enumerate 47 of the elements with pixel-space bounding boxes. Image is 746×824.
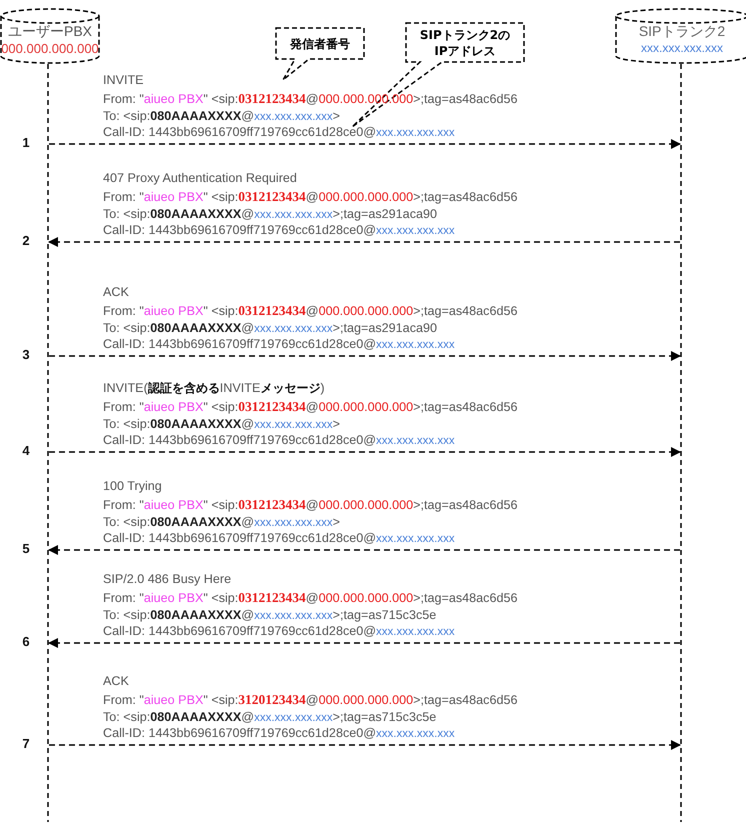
header-line: From: "aiueo PBX" <sip:0312123434@000.000.000.000>;tag=as48ac6d56 (103, 590, 518, 606)
ip-address: xxx.xxx.xxx.xxx (640, 41, 724, 55)
message-arrow (49, 139, 681, 149)
message-name: INVITE(認証を含めるINVITEメッセージ) (103, 381, 325, 396)
step-number: 3 (21, 347, 31, 362)
message-name: 407 Proxy Authentication Required (103, 171, 297, 186)
header-line: To: <sip:080AAAAXXXX@xxx.xxx.xxx.xxx> (103, 109, 340, 125)
step-number: 5 (21, 541, 31, 556)
header-line: Call-ID: 1443bb69616709ff719769cc61d28ce0@xxx.xxx.xxx.xxx (103, 125, 455, 141)
header-line: Call-ID: 1443bb69616709ff719769cc61d28ce0@xxx.xxx.xxx.xxx (103, 337, 455, 353)
callout-text: SIPトランク2のIPアドレス (418, 26, 512, 58)
message-name: INVITE (103, 73, 144, 88)
header-line: Call-ID: 1443bb69616709ff719769cc61d28ce0@xxx.xxx.xxx.xxx (103, 531, 455, 547)
header-line: To: <sip:080AAAAXXXX@xxx.xxx.xxx.xxx>;tag=as715c3c5e (103, 608, 436, 624)
ip-address: 000.000.000.000 (0, 41, 100, 56)
message-arrow (48, 545, 680, 555)
header-line: To: <sip:080AAAAXXXX@xxx.xxx.xxx.xxx>;tag=as291aca90 (103, 207, 437, 223)
step-number: 6 (21, 634, 31, 649)
header-line: Call-ID: 1443bb69616709ff719769cc61d28ce0@xxx.xxx.xxx.xxx (103, 726, 455, 742)
node-name: ユーザーPBX (6, 23, 93, 41)
message-name: ACK (103, 285, 129, 300)
message-arrow (48, 638, 680, 648)
step-number: 7 (21, 736, 31, 751)
header-line: From: "aiueo PBX" <sip:0312123434@000.000.000.000>;tag=as48ac6d56 (103, 303, 518, 319)
message-name: SIP/2.0 486 Busy Here (103, 572, 232, 587)
message-arrow (49, 740, 681, 750)
header-line: To: <sip:080AAAAXXXX@xxx.xxx.xxx.xxx> (103, 417, 340, 433)
message-arrow (49, 351, 681, 361)
header-line: From: "aiueo PBX" <sip:3120123434@000.000.000.000>;tag=as48ac6d56 (103, 692, 518, 708)
header-line: Call-ID: 1443bb69616709ff719769cc61d28ce0@xxx.xxx.xxx.xxx (103, 624, 455, 640)
message-name: 100 Trying (103, 479, 162, 494)
message-name: ACK (103, 674, 129, 689)
header-line: To: <sip:080AAAAXXXX@xxx.xxx.xxx.xxx> (103, 515, 340, 531)
step-number: 2 (21, 233, 31, 248)
header-line: Call-ID: 1443bb69616709ff719769cc61d28ce0@xxx.xxx.xxx.xxx (103, 433, 455, 449)
step-number: 4 (21, 443, 31, 458)
header-line: To: <sip:080AAAAXXXX@xxx.xxx.xxx.xxx>;tag=as715c3c5e (103, 710, 436, 726)
header-line: From: "aiueo PBX" <sip:0312123434@000.000.000.000>;tag=as48ac6d56 (103, 399, 518, 415)
header-line: Call-ID: 1443bb69616709ff719769cc61d28ce0@xxx.xxx.xxx.xxx (103, 223, 455, 239)
message-arrow (49, 447, 681, 457)
header-line: From: "aiueo PBX" <sip:0312123434@000.000.000.000>;tag=as48ac6d56 (103, 497, 518, 513)
callout-text: 発信者番号 (288, 36, 351, 52)
message-arrow (48, 237, 680, 247)
node-name: SIPトランク2 (638, 23, 726, 41)
step-number: 1 (21, 135, 31, 150)
header-line: From: "aiueo PBX" <sip:0312123434@000.000.000.000>;tag=as48ac6d56 (103, 189, 518, 205)
header-line: To: <sip:080AAAAXXXX@xxx.xxx.xxx.xxx>;tag=as291aca90 (103, 321, 437, 337)
